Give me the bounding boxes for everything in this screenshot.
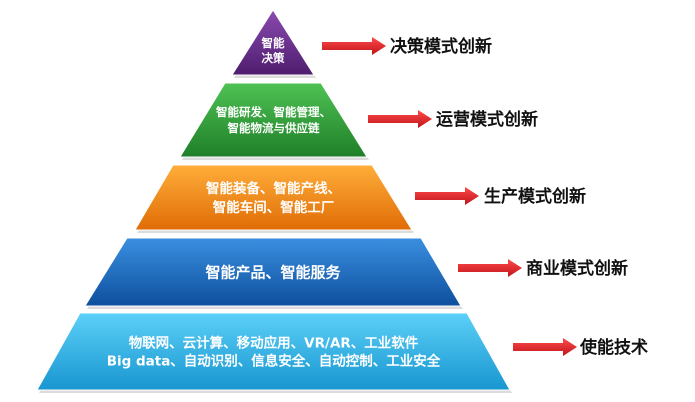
tier-text-line: 智能车间、智能工厂	[213, 199, 335, 216]
right-label-5: 使能技术	[579, 337, 648, 358]
tier-text-line: 智能	[262, 36, 285, 50]
tier-text-line: 智能物流与供应链	[228, 121, 320, 135]
right-arrow-icon	[322, 37, 386, 55]
right-arrow-icon	[458, 259, 522, 277]
pyramid-tier-4: 智能产品、智能服务	[84, 237, 463, 309]
pyramid-tier-3: 智能装备、智能产线、智能车间、智能工厂	[134, 164, 414, 233]
right-arrow-icon	[415, 187, 479, 205]
tier-shape	[134, 164, 413, 231]
right-label-2: 运营模式创新	[436, 109, 538, 130]
right-arrow-icon	[513, 338, 577, 356]
tier-shape	[84, 237, 462, 307]
right-label-3: 生产模式创新	[484, 186, 586, 207]
tier-shape	[36, 312, 511, 391]
tier-text-line: 智能研发、智能管理、	[216, 105, 331, 119]
tier-text-line: Big data、自动识别、信息安全、自动控制、工业安全	[107, 352, 441, 369]
tier-text-line: 智能装备、智能产线、	[206, 180, 341, 197]
tier-shape	[179, 82, 368, 158]
tier-text-line: 智能产品、智能服务	[205, 263, 341, 281]
tier-text-line: 决策	[262, 51, 285, 65]
right-label-4: 商业模式创新	[526, 258, 628, 279]
tier-shape	[231, 9, 315, 76]
tier-text-line: 物联网、云计算、移动应用、VR/AR、工业软件	[129, 334, 419, 351]
right-label-1: 决策模式创新	[390, 36, 492, 57]
pyramid-tier-2: 智能研发、智能管理、智能物流与供应链	[179, 82, 369, 160]
right-arrow-icon	[368, 110, 432, 128]
